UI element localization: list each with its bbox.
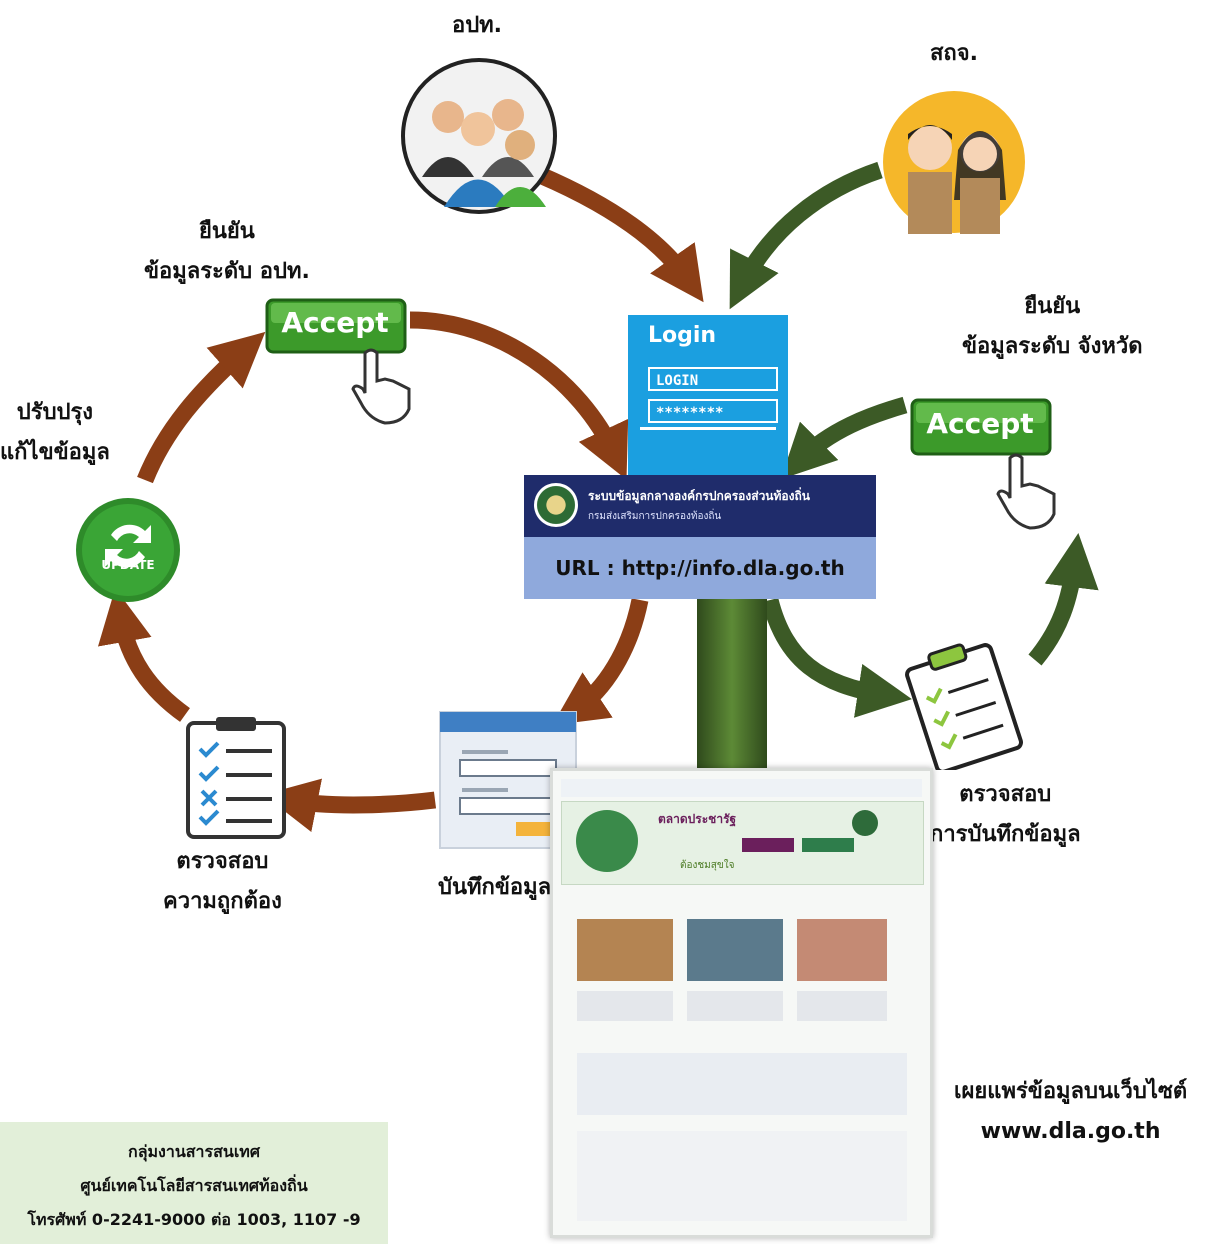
arrow-system-to-record: [552, 598, 649, 726]
label-opt: อปท.: [452, 13, 503, 38]
dla-seal-icon: [534, 483, 578, 527]
hero-logo-icon: [576, 810, 638, 872]
hand-pointer-icon: [351, 348, 411, 425]
site-hero: ตลาดประชารัฐ ต้องชมสุขใจ: [561, 801, 924, 885]
news-photo: [577, 919, 673, 981]
news-text: [577, 991, 673, 1021]
accept-button-bg: [265, 298, 407, 354]
system-url: URL : http://info.dla.go.th: [524, 537, 876, 599]
label-record: บันทึกข้อมูล: [438, 875, 552, 900]
hero-subtitle: ต้องชมสุขใจ: [680, 860, 735, 871]
label-publish: เผยแพร่ข้อมูลบนเว็บไซต์www.dla.go.th: [954, 1079, 1188, 1144]
website-screenshot: ตลาดประชารัฐ ต้องชมสุขใจ: [550, 768, 933, 1238]
hero-badge: [742, 838, 794, 852]
site-services: [577, 1053, 907, 1115]
arrow-system-to-check-record: [761, 597, 912, 718]
news-text: [687, 991, 783, 1021]
arrow-opt-to-login: [536, 167, 704, 303]
hand-pointer-icon: [996, 453, 1056, 530]
accept-right-label: Accept: [926, 407, 1034, 440]
news-text: [797, 991, 887, 1021]
label-check-record: ตรวจสอบการบันทึกข้อมูล: [930, 782, 1081, 847]
banner-title: ระบบข้อมูลกลางองค์กรปกครองส่วนท้องถิ่น: [588, 489, 810, 503]
login-password-field[interactable]: ********: [648, 399, 778, 423]
arrow-record-to-check: [263, 778, 437, 832]
update-icon[interactable]: UPDATE: [73, 495, 183, 605]
officials-icon: [883, 91, 1025, 234]
arrow-accept-to-system-green: [780, 396, 908, 480]
login-title: Login: [648, 323, 717, 348]
hero-title: ตลาดประชารัฐ: [658, 812, 737, 826]
contact-line-2: ศูนย์เทคโนโลยีสารสนเทศท้องถิ่น: [80, 1176, 308, 1195]
contact-line-1: กลุ่มงานสารสนเทศ: [128, 1142, 260, 1161]
accept-button-right[interactable]: Accept: [910, 398, 1055, 460]
hero-badge: [802, 838, 854, 852]
update-circle: [76, 498, 180, 602]
news-photo: [797, 919, 887, 981]
system-banner: ระบบข้อมูลกลางองค์กรปกครองส่วนท้องถิ่น ก…: [524, 475, 876, 537]
banner-subtitle: กรมส่งเสริมการปกครองท้องถิ่น: [588, 511, 722, 522]
label-confirm-local: ยืนยันข้อมูลระดับ อปท.: [144, 219, 310, 284]
accept-button-left[interactable]: Accept: [265, 298, 410, 358]
contact-line-3: โทรศัพท์ 0-2241-9000 ต่อ 1003, 1107 -9: [27, 1210, 361, 1229]
login-panel: Login LOGIN ********: [628, 315, 788, 477]
arrow-check-to-update: [97, 588, 190, 722]
update-label: UPDATE: [101, 558, 155, 572]
label-confirm-province: ยืนยันข้อมูลระดับ จังหวัด: [962, 294, 1143, 359]
arrow-update-to-accept: [137, 331, 266, 484]
label-sadj: สถจ.: [930, 41, 978, 66]
contact-box: กลุ่มงานสารสนเทศ ศูนย์เทคโนโลยีสารสนเทศท…: [0, 1122, 388, 1244]
login-underline: [640, 427, 776, 430]
arrow-sadj-to-login: [729, 161, 883, 310]
site-footer: [577, 1131, 907, 1221]
accept-button-bg: [910, 398, 1052, 456]
login-username-field[interactable]: LOGIN: [648, 367, 778, 391]
site-header: [561, 779, 922, 797]
clipboard-check-icon: [905, 643, 1023, 770]
arrow-check-record-to-accept: [1028, 533, 1099, 666]
accept-left-label: Accept: [281, 306, 389, 339]
label-improve: ปรับปรุงแก้ไขข้อมูล: [0, 400, 110, 465]
arrow-accept-to-system: [409, 311, 629, 480]
news-photo: [687, 919, 783, 981]
hero-seal-icon: [852, 810, 878, 836]
label-check-correct: ตรวจสอบความถูกต้อง: [163, 849, 282, 914]
checklist-icon: [186, 717, 286, 839]
people-group-icon: [401, 58, 557, 214]
